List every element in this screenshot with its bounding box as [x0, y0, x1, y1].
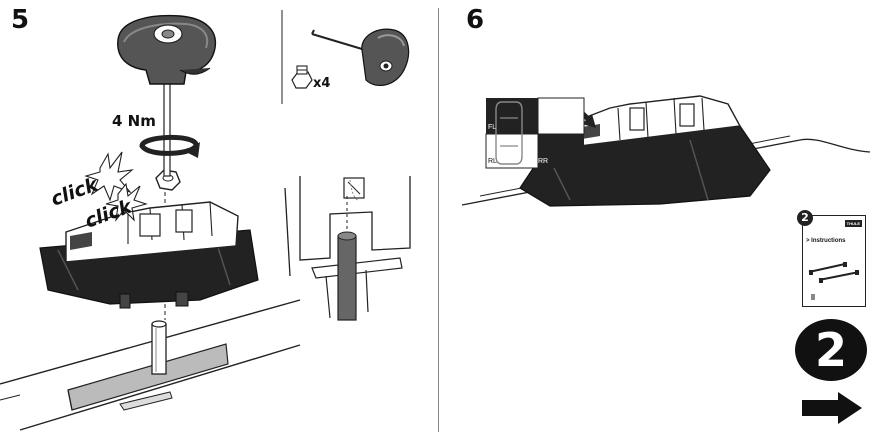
booklet-brand: THULE	[844, 220, 862, 227]
step-6-illustration	[461, 95, 871, 207]
step-5-illustration	[0, 10, 411, 431]
right-arrow-icon	[802, 392, 862, 424]
step-5-number: 5	[11, 5, 30, 35]
booklet-step-badge: 2	[797, 210, 813, 226]
position-fl: FL	[488, 124, 497, 131]
quantity-label: x4	[313, 76, 331, 91]
position-rl: RL	[488, 158, 497, 165]
instructions-booklet: 2 THULE > Instructions	[797, 210, 866, 307]
step-6-number: 6	[466, 5, 485, 35]
position-rr: RR	[538, 158, 549, 165]
panel-divider	[438, 8, 439, 432]
booklet-roof-bars-figure	[808, 262, 860, 300]
next-step-badge: 2	[795, 319, 867, 381]
booklet-title: > Instructions	[806, 238, 846, 244]
torque-label: 4 Nm	[112, 112, 156, 130]
